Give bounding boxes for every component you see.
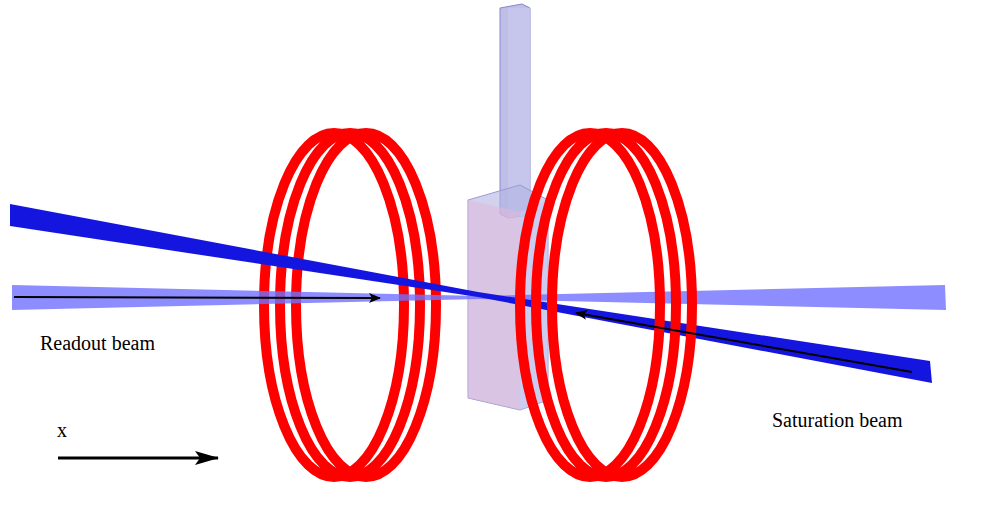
readout-beam [12,285,946,310]
right-coil [520,133,692,477]
beam-label: Readout beam [40,331,155,355]
left-coil [264,133,436,477]
beam-label: Saturation beam [772,408,903,432]
saturation-beam [10,204,932,383]
axis-label: x [57,418,67,442]
readout-direction-arrow [14,297,380,298]
saturation-direction-arrow [576,313,912,372]
axis-arrow [58,457,218,460]
